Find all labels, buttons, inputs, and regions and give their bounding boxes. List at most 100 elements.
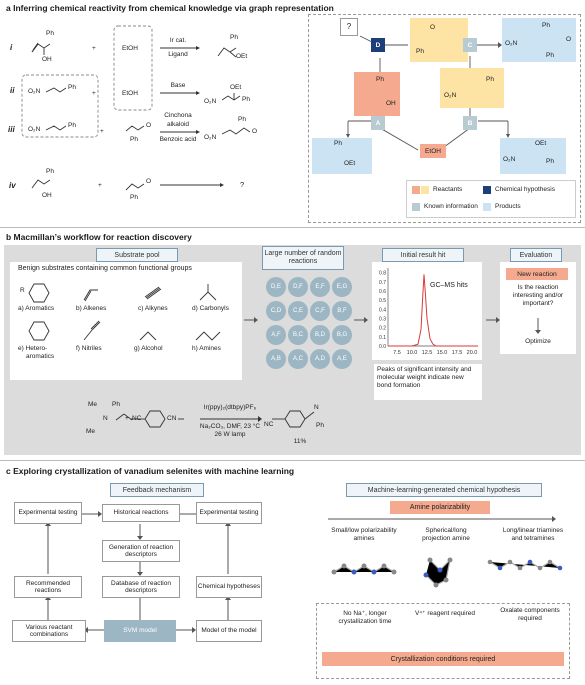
row-ii-prod-ph: Ph [242, 96, 250, 103]
gcms-xtick: 10.0 [407, 350, 418, 356]
gcms-ytick: 0.2 [379, 326, 386, 332]
grid-reaction-a-b: A,B [266, 349, 286, 369]
graph-question-box: ? [340, 18, 358, 36]
row-iii-ald-ph: Ph [130, 136, 138, 143]
legend-swatch-hypothesis [483, 186, 491, 194]
substrate-nitriles: f) Nitriles [76, 345, 102, 352]
grid-reaction-d-f: D,F [288, 277, 308, 297]
grid-reaction-b-d: B,D [310, 325, 330, 345]
graph-reactant-nitro [440, 68, 504, 108]
graph-prod-iii-o2n: O₂N [505, 40, 518, 47]
evaluation-arrow [535, 318, 541, 334]
gcms-ytick: 0.4 [379, 307, 386, 313]
row-i-prod-oet: OEt [236, 53, 248, 60]
gcms-ytick: 0.1 [379, 335, 386, 341]
legend-known: Known information [424, 203, 478, 210]
row-ii-plus: + [92, 90, 96, 97]
gcms-xtick: 12.5 [422, 350, 433, 356]
long-amines: Long/linear triamines and tetramines [502, 527, 564, 542]
separator-bc [0, 460, 585, 461]
row-iii-prod-o2n: O₂N [204, 134, 217, 141]
reaction-cond2: Na₂CO₃, DMF, 23 °C [199, 423, 261, 430]
row-iii-cond-bottom: Benzoic acid [159, 136, 197, 143]
row-ii-o2n: O₂N [28, 88, 41, 95]
substrate-heteroaromatics: e) Hetero- [18, 345, 48, 352]
gcms-ytick: 0.7 [379, 280, 386, 286]
reaction-yield: 11% [293, 438, 307, 445]
substrate-alkynes: c) Alkynes [138, 305, 168, 312]
row-iii-ald-o: O [146, 122, 152, 129]
substrate-alkenes: b) Alkenes [76, 305, 107, 312]
gcms-series-line [388, 274, 478, 347]
graph-product-iii [502, 18, 576, 62]
graph-nitro-ph: Ph [486, 76, 494, 83]
legend-swatch-reactants-2 [421, 186, 429, 194]
row-iii-cond-mid: alkaloid [166, 121, 190, 128]
reaction-cond3: 26 W lamp [214, 431, 246, 438]
panel-b-arrows [244, 317, 500, 323]
legend: Reactants Chemical hypothesis Known info… [406, 180, 576, 218]
graph-prod-ii-oet: OEt [535, 140, 547, 147]
database-descriptors: Database of reaction descriptors [102, 576, 180, 598]
aromatic-r: R [20, 287, 25, 294]
row-iv-ph: Ph [46, 168, 54, 175]
graph-product-ii [500, 138, 566, 174]
graph-prod-i-ph: Ph [334, 140, 342, 147]
reaction-ph: Ph [112, 401, 120, 408]
graph-prod-ii-o2n: O₂N [503, 156, 516, 163]
graph-node-c: C [463, 38, 477, 52]
gcms-xtick: 20.0 [467, 350, 478, 356]
grid-reaction-a-d: A,D [310, 349, 330, 369]
substrate-pool-label: Substrate pool [96, 248, 178, 262]
grid-reaction-d-e: D,E [266, 277, 286, 297]
row-ii-cond: Base [170, 82, 186, 89]
crystallization-badge: Crystallization conditions required [322, 652, 564, 666]
grid-reaction-b-g: B,G [332, 325, 352, 345]
legend-swatch-known [412, 203, 420, 211]
legend-hypothesis: Chemical hypothesis [495, 186, 555, 193]
row-iii-o2n: O₂N [28, 126, 41, 133]
row-i-cond-bottom: Ligand [168, 51, 188, 58]
row-i-etoh: EtOH [122, 45, 138, 52]
row-ii-ph: Ph [68, 84, 76, 91]
row-iv-plus: + [98, 182, 102, 189]
historical-reactions: Historical reactions [102, 504, 180, 522]
graph-ald-ph: Ph [416, 48, 424, 55]
feedback-label: Feedback mechanism [110, 483, 204, 497]
optimize-label: Optimize [525, 338, 551, 345]
substrate-heteroaromatics-2: aromatics [26, 353, 55, 360]
graph-reactant-aldehyde [410, 18, 468, 62]
graph-node-d: D [371, 38, 385, 52]
row-ii-etoh: EtOH [122, 90, 138, 97]
grid-reaction-b-c: B,C [288, 325, 308, 345]
initial-hit-label: Initial result hit [382, 248, 464, 262]
row-iii-plus: + [100, 128, 104, 135]
gcms-ytick: 0.8 [379, 271, 386, 277]
row-iii-ph: Ph [68, 122, 76, 129]
v4-condition: V⁴⁺ reagent required [414, 610, 476, 617]
oxalate-condition: Oxalate components required [500, 607, 560, 622]
row-ii-prod-oet: OEt [230, 84, 242, 91]
graph-reactant-alcohol [354, 72, 400, 116]
graph-nitro-o2n: O₂N [444, 92, 457, 99]
graph-ald-o: O [430, 24, 436, 31]
substrate-amines: h) Amines [192, 345, 221, 352]
row-iii-cond-top: Cinchona [164, 112, 192, 119]
row-iv-oh: OH [42, 192, 52, 199]
grid-reaction-b-f: B,F [332, 301, 352, 321]
graph-node-a: A [371, 116, 385, 130]
gcms-label: GC–MS hits [430, 282, 468, 289]
model-of-model: Model of the model [196, 620, 262, 642]
panel-a-title: a Inferring chemical reactivity from che… [6, 3, 334, 13]
reaction-cond1: Ir(ppy)₂(dtbpy)PF₆ [203, 404, 257, 411]
spherical-amine: Spherical/long projection amine [422, 527, 470, 542]
panel-b-title: b Macmillan’s workflow for reaction disc… [6, 232, 192, 242]
reaction-nc: NC [132, 415, 142, 422]
substrate-structures [28, 283, 221, 341]
reaction-product-ph: Ph [316, 422, 324, 429]
row-iv-ald-o: O [146, 178, 152, 185]
reaction-me1: Me [88, 401, 98, 408]
gcms-xtick: 17.5 [452, 350, 463, 356]
